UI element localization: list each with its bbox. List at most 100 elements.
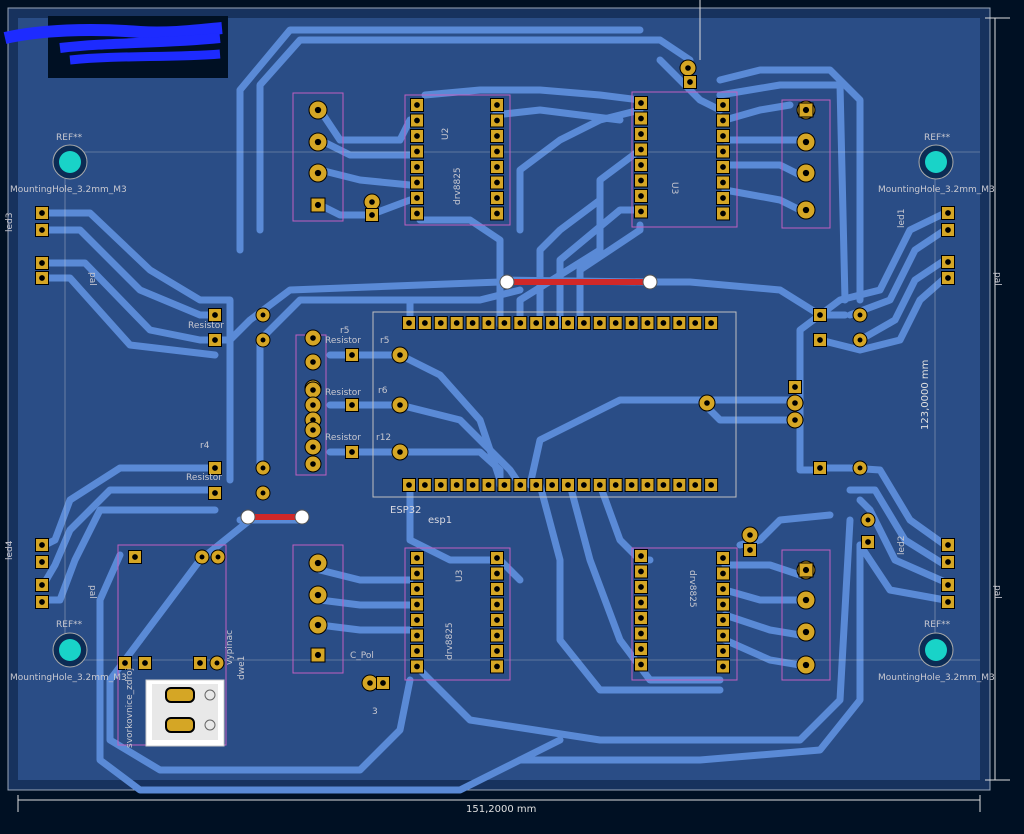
pad-hole	[945, 227, 951, 233]
pad-hole	[414, 586, 420, 592]
pad-hole	[214, 660, 220, 666]
r6-label: r6	[378, 386, 388, 396]
pad-hole	[638, 193, 644, 199]
pad-hole	[414, 617, 420, 623]
pad-hole	[792, 400, 798, 406]
u2-value: drv8825	[453, 167, 463, 205]
pad-hole	[369, 212, 375, 218]
pad-hole	[397, 402, 403, 408]
pad-hole	[638, 568, 644, 575]
pad-hole	[349, 402, 355, 408]
pad-hole	[638, 615, 644, 621]
pad-hole	[802, 106, 810, 114]
pad-hole	[422, 482, 428, 488]
pad-hole	[142, 660, 148, 666]
resistor-label-3: Resistor	[325, 433, 361, 443]
pad-hole	[817, 312, 823, 318]
pad-hole	[494, 648, 500, 654]
pad-hole	[628, 482, 635, 488]
pad-hole	[720, 164, 726, 170]
esp32-outline	[372, 311, 737, 498]
pad-hole	[494, 164, 500, 170]
pad-hole	[517, 482, 524, 488]
pad-hole	[349, 449, 355, 455]
r4-label: r4	[200, 441, 210, 451]
pad-hole	[39, 227, 45, 233]
pad-hole	[708, 320, 714, 326]
pad-hole	[494, 195, 500, 201]
pad-hole	[414, 117, 420, 124]
pad-hole	[414, 601, 420, 608]
pad-hole	[596, 320, 603, 326]
pad-hole	[802, 596, 810, 604]
pad-hole	[692, 482, 699, 488]
pad-hole	[638, 115, 644, 122]
pad-hole	[802, 661, 810, 669]
mounting-hole-br	[918, 632, 954, 668]
led1-label: led1	[897, 209, 907, 228]
pad-hole	[676, 320, 683, 326]
pad-hole	[367, 680, 373, 686]
u3-ref: U3	[455, 570, 465, 582]
pad-hole	[494, 663, 500, 670]
pad-hole	[549, 320, 555, 326]
pad-hole	[720, 648, 726, 654]
pad-hole	[720, 117, 726, 124]
dimension-height: 123,0000 mm	[920, 360, 931, 430]
pad-hole	[414, 179, 420, 186]
pad-hole	[414, 164, 420, 170]
courtyards	[117, 91, 831, 746]
pad-hole	[494, 133, 500, 139]
redacted-scribble	[3, 22, 223, 65]
pad-hole	[501, 320, 508, 326]
pad-hole	[260, 465, 266, 471]
pad-hole	[720, 210, 726, 217]
pad-hole	[39, 599, 45, 605]
pad-hole	[533, 482, 540, 488]
pad-hole	[494, 617, 500, 623]
pad-hole	[501, 482, 508, 488]
pad-hole	[414, 195, 420, 201]
mounting-hole-ref-tl: REF**	[56, 133, 83, 143]
pad-hole	[494, 179, 500, 186]
pad-hole	[469, 482, 476, 488]
pad-hole	[39, 275, 45, 281]
pad-hole	[720, 148, 726, 155]
pad-hole	[197, 660, 203, 666]
pad-hole	[660, 320, 667, 326]
pad-hole	[39, 210, 45, 216]
pad-hole	[397, 449, 403, 455]
pad-hole	[314, 201, 322, 209]
pad-hole	[565, 320, 571, 326]
pad-hole	[260, 490, 266, 496]
resistor-label-1: Resistor	[325, 336, 361, 346]
mounting-hole-value-bl: MountingHole_3.2mm_M3	[10, 673, 127, 683]
pad-hole	[314, 591, 322, 599]
pad-hole	[199, 554, 205, 560]
pad-hole	[494, 632, 500, 639]
pad-hole	[494, 102, 500, 108]
mounting-hole-ref-tr: REF**	[924, 133, 951, 143]
pad-hole	[397, 352, 403, 358]
pad-hole	[945, 259, 951, 265]
r5-label-b: r5	[380, 336, 389, 346]
pad-hole	[494, 601, 500, 608]
r5-label-a: r5	[340, 326, 349, 336]
pad-hole	[945, 275, 951, 281]
pad-hole	[494, 210, 500, 217]
pad-hole	[644, 320, 651, 326]
pad-hole	[314, 106, 322, 114]
pad-hole	[638, 146, 644, 153]
pad-hole	[817, 465, 823, 471]
mounting-hole-value-tl: MountingHole_3.2mm_M3	[10, 185, 127, 195]
mounting-hole-value-tr: MountingHole_3.2mm_M3	[878, 185, 995, 195]
power-terminal	[145, 679, 225, 747]
pad-hole	[310, 444, 316, 450]
pad-hole	[638, 162, 644, 168]
pad-hole	[945, 599, 951, 605]
pad-hole	[414, 102, 420, 108]
mounting-hole-tl	[52, 144, 88, 180]
pad-hole	[406, 320, 412, 326]
pad-hole	[720, 663, 726, 670]
